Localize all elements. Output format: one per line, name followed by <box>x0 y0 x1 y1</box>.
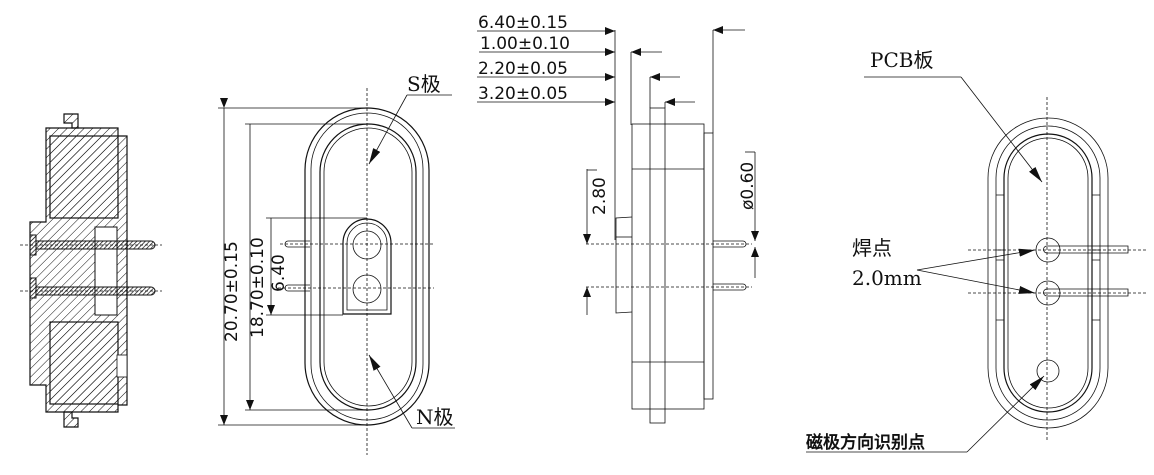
section-view <box>20 113 162 428</box>
dim-pin-pitch: 6.40 <box>269 254 289 292</box>
dim-pin-diameter: ø0.60 <box>738 162 758 210</box>
rear-view: PCB板 焊点 2.0mm 磁极方向识别点 <box>806 48 1148 453</box>
n-pole-label: N极 <box>416 405 454 429</box>
dim-overall-height: 20.70±0.15 <box>222 241 242 342</box>
dim-d3: 2.20±0.05 <box>478 59 568 79</box>
front-view: 20.70±0.15 18.70±0.10 6.40 S极 N极 <box>218 72 455 455</box>
solder-size-label: 2.0mm <box>852 266 922 290</box>
pcb-label: PCB板 <box>870 48 933 72</box>
dim-inner-height: 18.70±0.10 <box>248 237 268 338</box>
dim-pin-spacing: 2.80 <box>590 177 610 215</box>
solder-point-label: 焊点 <box>852 236 892 260</box>
dim-d4: 3.20±0.05 <box>478 84 568 104</box>
dim-d1: 6.40±0.15 <box>478 13 568 33</box>
dim-d2: 1.00±0.10 <box>480 34 570 54</box>
s-pole-label: S极 <box>407 72 441 96</box>
side-view: 6.40±0.15 1.00±0.10 2.20±0.05 3.20±0.05 <box>477 13 759 424</box>
orientation-mark-label: 磁极方向识别点 <box>806 432 925 453</box>
